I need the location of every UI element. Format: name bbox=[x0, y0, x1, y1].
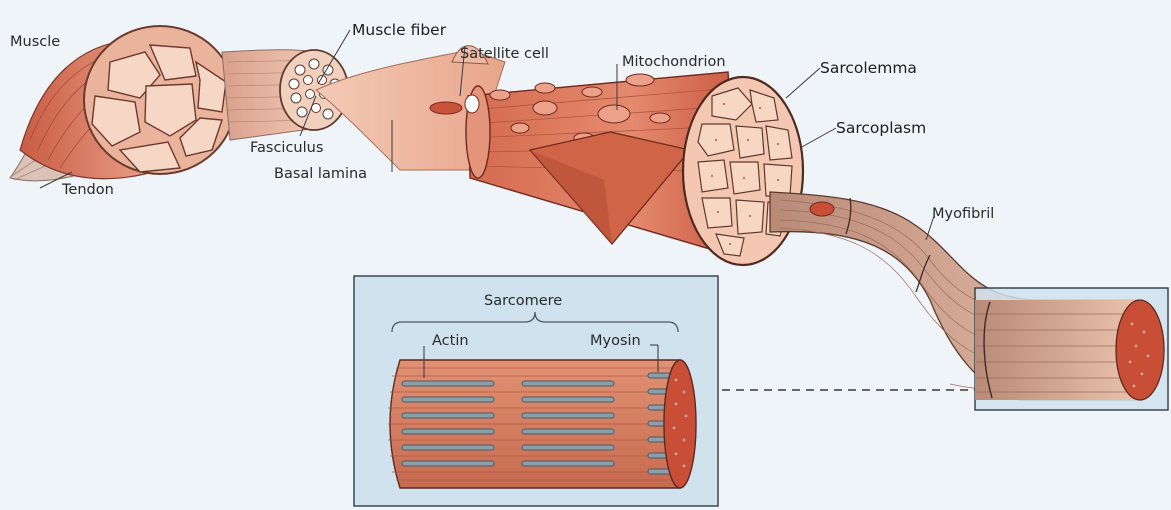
label-sarcoplasm: Sarcoplasm bbox=[836, 119, 926, 137]
label-tendon: Tendon bbox=[61, 182, 114, 198]
label-basal-lamina: Basal lamina bbox=[274, 166, 367, 182]
label-myofibril: Myofibril bbox=[932, 206, 994, 222]
label-satellite-cell: Satellite cell bbox=[460, 46, 549, 62]
label-sarcolemma: Sarcolemma bbox=[820, 59, 917, 77]
label-sarcomere: Sarcomere bbox=[484, 293, 562, 309]
label-muscle: Muscle bbox=[10, 34, 60, 50]
myofibril-detail-box bbox=[975, 288, 1168, 410]
label-mitochondrion: Mitochondrion bbox=[622, 54, 726, 70]
label-fasciculus: Fasciculus bbox=[250, 140, 323, 156]
label-muscle-fiber: Muscle fiber bbox=[352, 21, 447, 39]
label-myosin: Myosin bbox=[590, 333, 641, 349]
sarcomere-inset bbox=[354, 276, 718, 506]
label-actin: Actin bbox=[432, 333, 469, 349]
